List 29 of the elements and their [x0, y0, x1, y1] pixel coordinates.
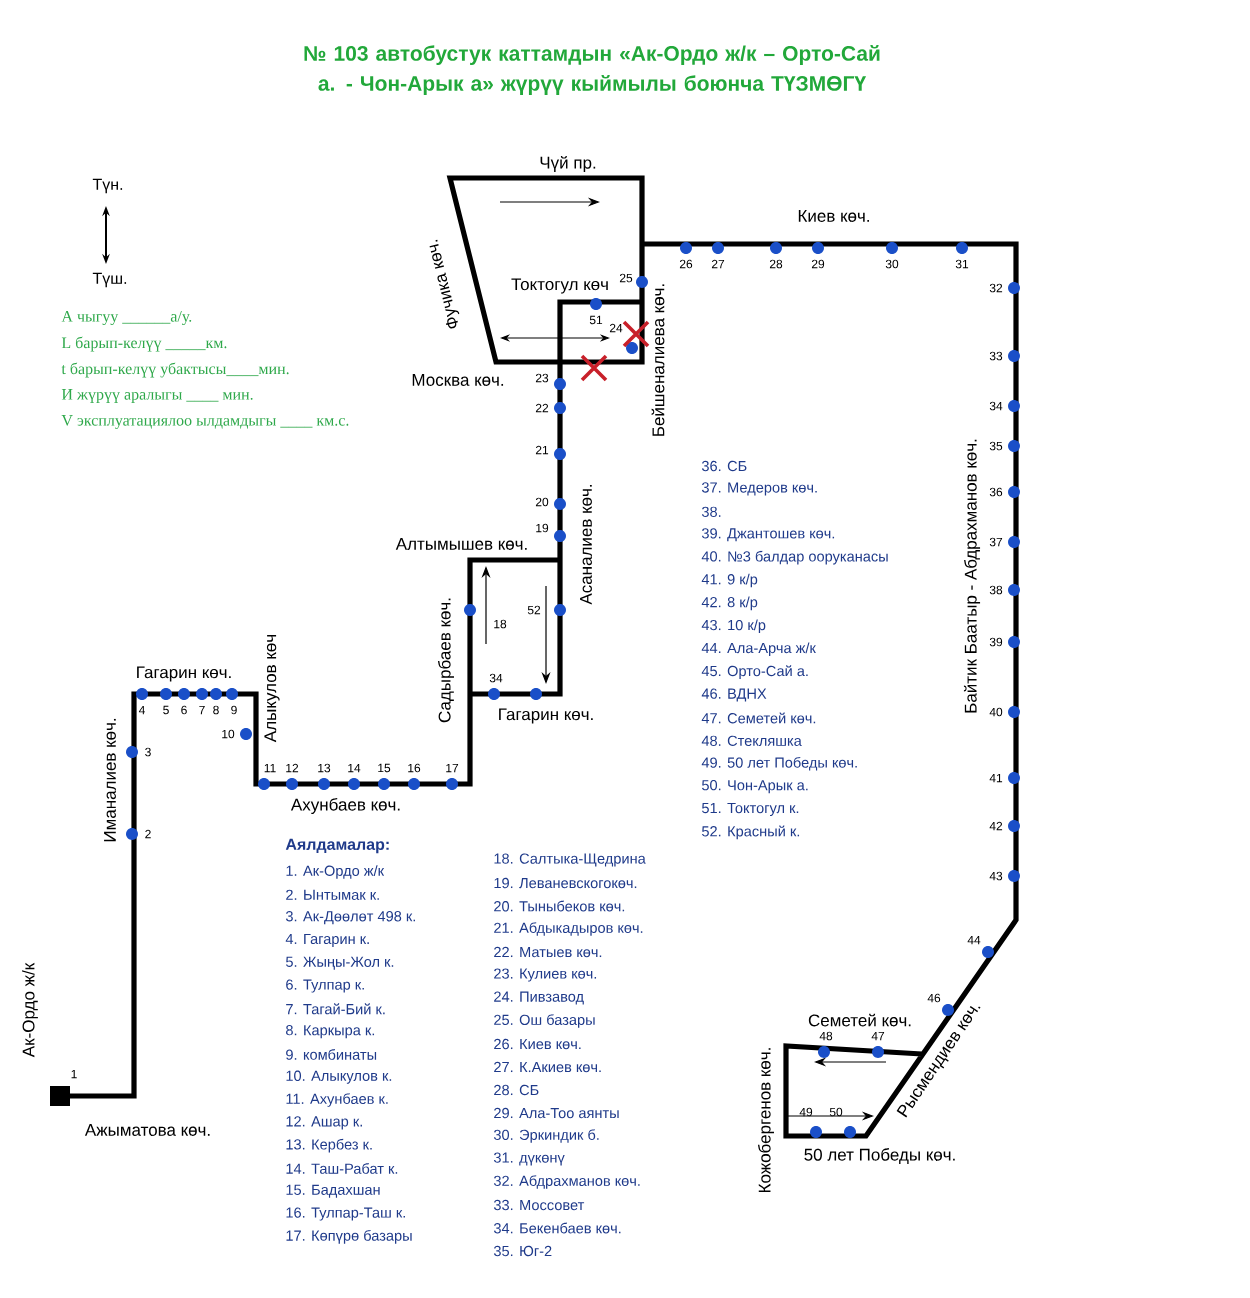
street-name: Киев көч. [798, 210, 869, 222]
compass-label: Түш. [92, 272, 127, 288]
street-name: Семетей көч. [808, 1013, 911, 1027]
street-name: Алыкулов көч [264, 635, 280, 743]
street-name: Гагарин көч. [499, 708, 593, 724]
compass-label: Түн. [92, 178, 123, 194]
form-line: А чыгуу ______а/у. [61, 311, 192, 325]
street-name: Ажыматова көч. [84, 1124, 210, 1136]
street-name: Кожобергенов көч. [758, 1048, 774, 1193]
form-line: L барып-келүү _____км. [61, 336, 227, 352]
street-name: Иманалиев көч. [104, 718, 116, 842]
title: № 103 автобустук каттамдын «Ак-Ордо ж/к – Орто-Сай а. - Чон-Арык а» жүрүү кыймылы боюнча ТҮЗМӨГҮ [304, 45, 880, 95]
form-line: И жүрүү аралыгы ____ мин. [61, 389, 253, 403]
street-name: Москва көч. [412, 374, 504, 386]
street-name: Ак-Ордо ж/к [22, 962, 38, 1058]
form-line: V эксплуатациялоо ылдамдыгы ____ км.с. [61, 415, 349, 429]
street-name: Чүй пр. [540, 155, 596, 173]
street-name: Гагарин көч. [137, 666, 231, 682]
street-name: Садырбаев көч. [438, 598, 454, 723]
street-name: Байтик Баатыр - Абдрахманов көч. [963, 439, 981, 713]
form-line: t барып-келүү убактысы____мин. [61, 362, 289, 378]
street-name: Ахунбаев көч. [290, 798, 400, 814]
street-name: Асаналиев көч. [580, 485, 592, 605]
street-name: Алтымышев көч. [395, 538, 527, 550]
street-name: Токтогул көч [511, 278, 608, 294]
street-name: Фучика көч. [429, 239, 460, 329]
list-heading: Аялдамалар: [285, 838, 389, 854]
street-name: 50 лет Победы көч. [804, 1148, 955, 1164]
street-name: Бейшеналиева көч. [651, 284, 665, 436]
